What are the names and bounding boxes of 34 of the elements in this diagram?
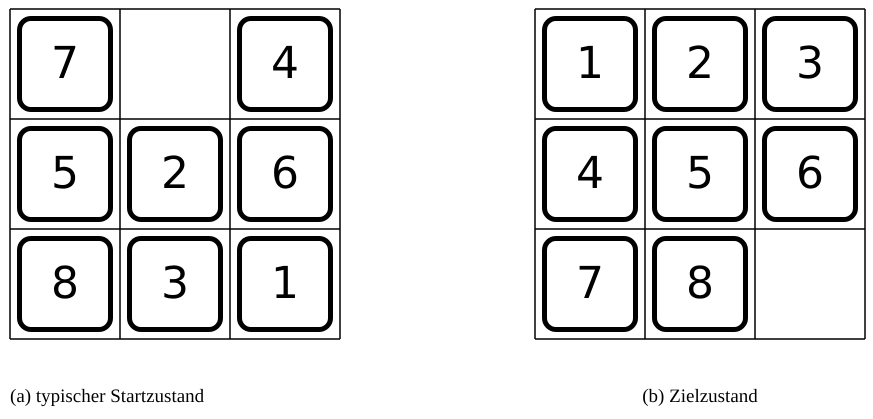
- puzzle-tile: [762, 126, 858, 222]
- tile-number: 5: [51, 152, 79, 196]
- tile-number: 2: [686, 42, 714, 86]
- tile-number: 8: [51, 262, 79, 306]
- puzzle-tile: [17, 236, 113, 332]
- puzzle-tile: [237, 16, 333, 112]
- tile-number: 4: [271, 42, 299, 86]
- puzzle-tile: [127, 236, 223, 332]
- tile-number: 6: [271, 152, 299, 196]
- tile-number: 3: [161, 262, 189, 306]
- caption: (b) Zielzustand: [642, 386, 758, 408]
- puzzle-tile: [17, 16, 113, 112]
- tile-number: 2: [161, 152, 189, 196]
- puzzle-tile: [237, 126, 333, 222]
- puzzle-tile: [652, 236, 748, 332]
- puzzle-tile: [17, 126, 113, 222]
- tile-number: 3: [796, 42, 824, 86]
- caption: (a) typischer Startzustand: [10, 386, 204, 408]
- puzzle-tile: [762, 16, 858, 112]
- tile-number: 7: [51, 42, 79, 86]
- tile-number: 6: [796, 152, 824, 196]
- tile-number: 8: [686, 262, 714, 306]
- tile-number: 1: [576, 42, 604, 86]
- puzzle-tile: [542, 16, 638, 112]
- puzzle-tile: [652, 126, 748, 222]
- tile-number: 7: [576, 262, 604, 306]
- puzzle-tile: [127, 126, 223, 222]
- tile-number: 1: [271, 262, 299, 306]
- tile-number: 5: [686, 152, 714, 196]
- puzzle-tile: [542, 126, 638, 222]
- puzzle-tile: [542, 236, 638, 332]
- puzzle-tile: [652, 16, 748, 112]
- tile-number: 4: [576, 152, 604, 196]
- puzzle-tile: [237, 236, 333, 332]
